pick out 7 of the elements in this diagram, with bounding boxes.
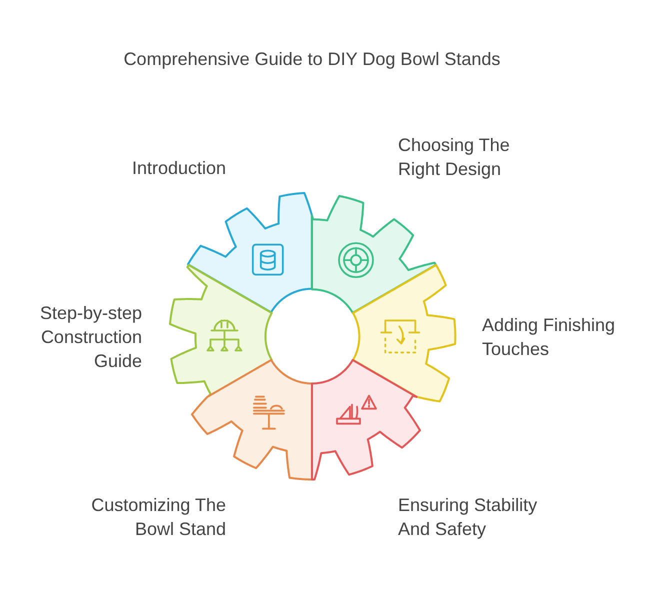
segment-label: Ensuring Stability And Safety bbox=[398, 494, 538, 541]
segment-label: Step-by-step Construction Guide bbox=[38, 302, 142, 373]
segment-label: Adding Finishing Touches bbox=[482, 314, 616, 361]
segment-label: Choosing The Right Design bbox=[398, 134, 511, 181]
title: Comprehensive Guide to DIY Dog Bowl Stands bbox=[122, 49, 502, 70]
segment-label: Introduction bbox=[130, 157, 226, 180]
segment-label: Customizing The Bowl Stand bbox=[90, 494, 226, 541]
